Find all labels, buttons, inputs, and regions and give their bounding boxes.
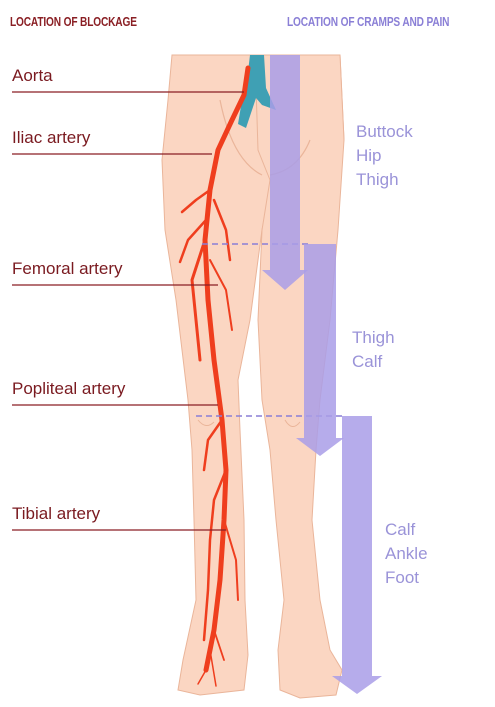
pain-region-upper-line-3: Thigh [356,168,413,192]
label-tibial-artery: Tibial artery [12,504,100,524]
pain-region-middle-line-1: Thigh [352,326,395,350]
pain-region-middle: Thigh Calf [352,326,395,374]
pain-arrow-3 [332,416,382,694]
pain-region-upper: Buttock Hip Thigh [356,120,413,192]
label-aorta: Aorta [12,66,53,86]
pain-region-middle-line-2: Calf [352,350,395,374]
label-popliteal-artery: Popliteal artery [12,379,125,399]
pain-region-lower-line-3: Foot [385,566,428,590]
pain-region-upper-line-2: Hip [356,144,413,168]
pain-region-lower: Calf Ankle Foot [385,518,428,590]
pain-region-lower-line-1: Calf [385,518,428,542]
pain-region-lower-line-2: Ankle [385,542,428,566]
label-iliac-artery: Iliac artery [12,128,90,148]
pain-region-upper-line-1: Buttock [356,120,413,144]
label-femoral-artery: Femoral artery [12,259,123,279]
